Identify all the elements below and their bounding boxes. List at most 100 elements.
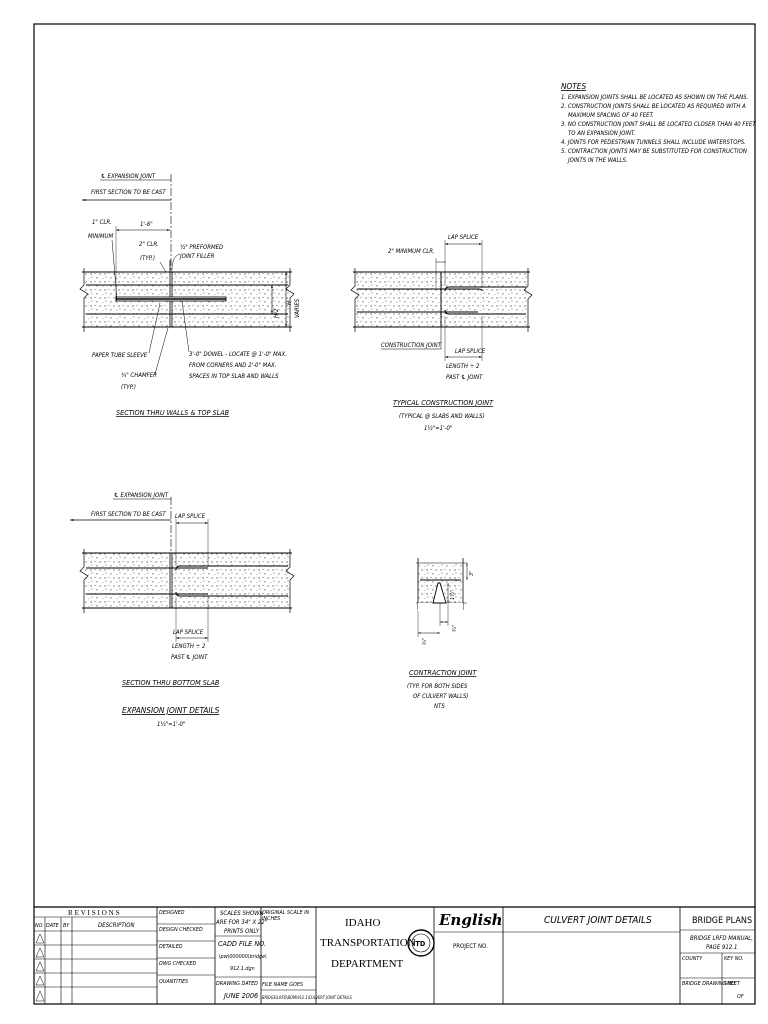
label-past-joint: PAST ℄ JOINT [171,654,208,661]
label-past-joint: PAST ℄ JOINT [446,374,483,381]
label-min-clr: 2" MINIMUM CLR. [388,248,435,255]
label-h-half: H/2 [273,308,280,318]
note-line: TO AN EXPANSION JOINT. [568,130,635,137]
label-1-5in: 1½" [449,590,456,600]
label-cl-expansion: ℄ EXPANSION JOINT [114,492,169,499]
label-inches: INCHES [262,916,280,922]
label-drawing-no: BRIDGE DRAWING NO. [682,981,736,987]
label-joint-filler: JOINT FILLER [179,253,215,260]
sheet-border [33,23,756,1005]
label-cadd-file: CADD FILE NO. [218,939,266,948]
detail-title: SECTION THRU BOTTOM SLAB [122,678,220,687]
agency-line-2: TRANSPORTATION [320,937,416,949]
label-county: COUNTY [682,956,703,962]
notes-block: NOTES 1. EXPANSION JOINTS SHALL BE LOCAT… [561,81,756,164]
note-line: 3. NO CONSTRUCTION JOINT SHALL BE LOCATE… [561,121,756,128]
bridge-plans: BRIDGE PLANS [692,916,752,926]
rev-col-desc: DESCRIPTION [98,922,135,929]
manual-line-2: PAGE 912.1 [706,944,737,951]
label-dowel-3: SPACES IN TOP SLAB AND WALLS [189,373,279,380]
label-paper-tube: PAPER TUBE SLEEVE [92,352,148,359]
detail-bottom-slab: ℄ EXPANSION JOINT FIRST SECTION TO BE CA… [70,492,295,728]
label-lap-splice-2: LAP SPLICE [455,348,486,355]
label-minimum: MINIMUM [88,233,113,240]
label-of: OF [737,994,744,1000]
group-title: EXPANSION JOINT DETAILS [122,705,220,715]
note-line: 4. JOINTS FOR PEDESTRIAN TUNNELS SHALL I… [561,139,746,146]
cadd-path: \pw\000000\bridge\ [219,954,267,960]
label-length: LENGTH ÷ 2 [446,363,480,370]
english-label: English [438,911,503,929]
detail-subtitle-1: (TYP. FOR BOTH SIDES [407,683,468,690]
label-varies: VARIES [294,298,301,318]
note-line: 1. EXPANSION JOINTS SHALL BE LOCATED AS … [561,94,748,101]
label-design-checked: DESIGN CHECKED [159,927,203,933]
label-file-name: FILE NAME GOES [262,982,303,988]
label-key-no: KEY NO. [724,956,744,962]
label-dwg-checked: DWG CHECKED [159,961,197,967]
note-line: 5. CONTRACTION JOINTS MAY BE SUBSTITUTED… [561,148,747,155]
label-cl-expansion: ℄ EXPANSION JOINT [101,173,156,180]
detail-scale: 1½"=1'-0" [424,425,452,432]
notes-title: NOTES [561,81,586,91]
itd-logo-icon [407,929,435,957]
label-lap-splice: LAP SPLICE [175,513,206,520]
label-sheet: SHEET [724,981,741,987]
label-designed: DESIGNED [159,910,185,916]
revisions-heading: R E V I S I O N S [68,909,120,917]
label-quantities: QUANTITIES [159,979,188,985]
detail-construction-joint: LAP SPLICE 2" MINIMUM CLR. CONSTRUCTION … [350,234,533,432]
detail-walls-top-slab: ℄ EXPANSION JOINT FIRST SECTION TO BE CA… [79,173,301,417]
label-h: H [286,301,293,305]
scales-line-3: PRINTS ONLY [224,928,260,935]
label-drawing-dated: DRAWING DATED [216,981,258,987]
label-3in: 3" [469,571,475,576]
title-block-text: R E V I S I O N S NO. DATE BY DESCRIPTIO… [35,909,753,1000]
detail-contraction-joint: 3" 1½" ¾" ¾" CONTRACTION JOINT (TYP. FOR… [407,558,477,710]
sheet-title: CULVERT JOINT DETAILS [544,915,652,926]
label-first-section: FIRST SECTION TO BE CAST [91,511,166,518]
detail-title: TYPICAL CONSTRUCTION JOINT [393,398,494,407]
rev-col-no: NO. [35,923,44,929]
drawing-date: JUNE 2006 [222,991,258,1000]
note-line: JOINTS IN THE WALLS. [567,157,628,164]
label-dowel-1: 3'-0" DOWEL - LOCATE @ 1'-0" MAX. [189,351,287,358]
label-construction-joint: CONSTRUCTION JOINT [381,342,442,349]
note-line: 2. CONSTRUCTION JOINTS SHALL BE LOCATED … [561,103,746,110]
detail-subtitle-2: OF CULVERT WALLS) [413,693,469,700]
label-dowel-2: FROM CORNERS AND 2'-0" MAX. [189,362,276,369]
cadd-file: 912.1.dgn [230,966,255,972]
label-lap-splice: LAP SPLICE [448,234,479,241]
label-typ: (TYP.) [140,255,155,262]
itd-logo-text: ITD [413,939,426,948]
agency-line-1: IDAHO [345,917,380,929]
agency-line-3: DEPARTMENT [331,958,404,970]
label-chamfer: ¾" CHAMFER [121,372,157,379]
title-block [34,906,755,1004]
label-first-section: FIRST SECTION TO BE CAST [91,189,166,196]
detail-subtitle-3: NTS [434,703,445,710]
note-line: MAXIMUM SPACING OF 40 FEET. [568,112,654,119]
label-preformed: ½" PREFORMED [180,244,223,251]
label-1in-clr: 1" CLR. [92,219,112,226]
scales-line-2: ARE FOR 34" X 22" [215,919,267,926]
label-original-scale: ORIGINAL SCALE IN [262,910,310,916]
label-3-4b: ¾" [422,638,428,645]
file-path: BRIDGE\LRFD\BDM\912.1\CULVERT JOINT DETA… [262,995,353,1000]
group-scale: 1½"=1'-0" [157,721,185,728]
label-chamfer-typ: (TYP.) [121,384,136,391]
detail-title: CONTRACTION JOINT [409,668,477,677]
rev-col-by: BY [63,923,70,929]
label-2in-clr: 2" CLR. [139,241,159,248]
rev-col-date: DATE [46,923,60,929]
label-3-4a: ¾" [452,625,458,632]
detail-title: SECTION THRU WALLS & TOP SLAB [116,408,230,417]
scales-line-1: SCALES SHOWN [220,910,264,917]
manual-line-1: BRIDGE LRFD MANUAL, [690,935,753,942]
label-detailed: DETAILED [159,944,183,950]
label-lap-splice-2: LAP SPLICE [173,629,204,636]
label-length: LENGTH ÷ 2 [172,643,206,650]
detail-subtitle: (TYPICAL @ SLABS AND WALLS) [399,413,485,420]
label-project-no: PROJECT NO. [453,943,488,950]
